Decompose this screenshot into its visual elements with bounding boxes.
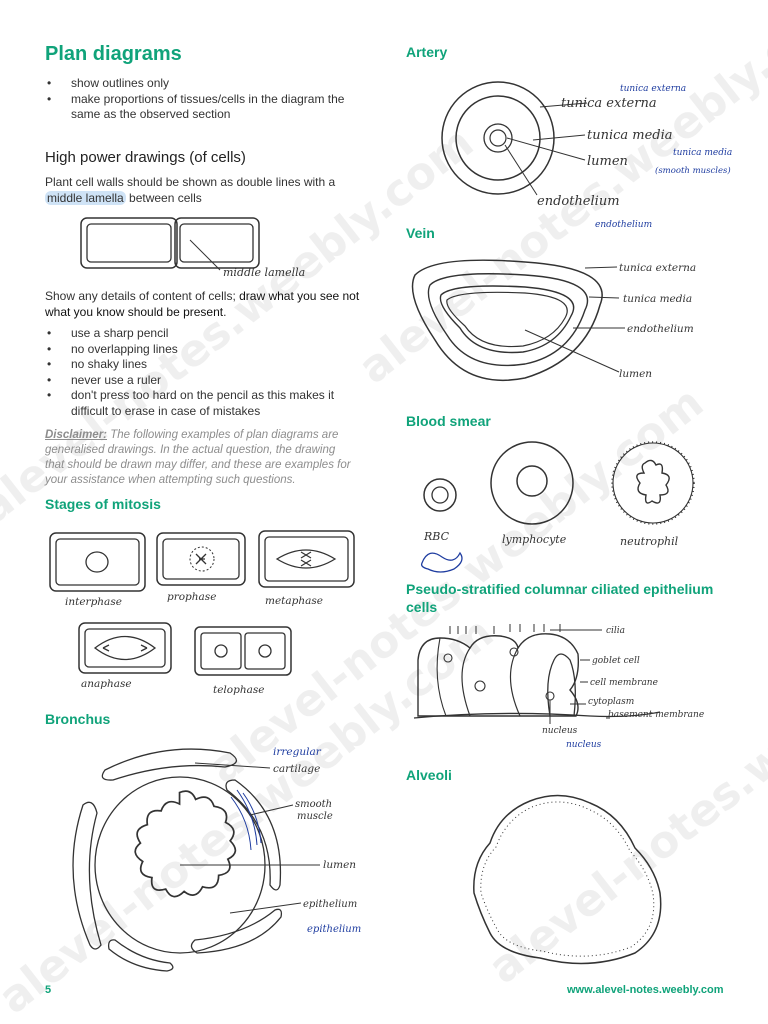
label-cilia: cilia (606, 626, 625, 636)
text: between cells (125, 190, 202, 205)
label-tunica-media: tunica media (587, 128, 673, 143)
label-endothelium: endothelium (537, 194, 620, 209)
footer-website-link[interactable]: www.alevel-notes.weebly.com (567, 984, 724, 996)
heading-blood-smear: Blood smear (406, 413, 491, 429)
alveoli-drawing (473, 794, 662, 965)
heading-mitosis: Stages of mitosis (45, 496, 161, 512)
label-lumen: lumen (619, 368, 652, 380)
list-item: never use a ruler (45, 373, 365, 389)
cell-wall-text: Plant cell walls should be shown as doub… (45, 175, 365, 206)
label-rbc: RBC (423, 530, 450, 543)
label-prophase: prophase (167, 591, 216, 603)
label-cell-membrane: cell membrane (590, 678, 658, 688)
epithelium-drawing: cilia goblet cell cell membrane cytoplas… (413, 624, 704, 750)
label-tunica-media: tunica media (623, 293, 692, 305)
label-neutrophil: neutrophil (620, 535, 679, 548)
text: Show any details of content of cells; (45, 289, 240, 303)
label-irregular: irregular (273, 746, 322, 758)
plan-bullets: show outlines only make proportions of t… (45, 76, 365, 123)
label-lumen: lumen (323, 859, 356, 871)
label-smooth: smooth (295, 799, 332, 810)
label-tunica-media-blue: tunica media (673, 148, 732, 158)
label-nucleus: nucleus (542, 726, 578, 736)
plant-cells-drawing: middle lamella (80, 217, 305, 279)
list-item: show outlines only (45, 76, 365, 92)
heading-artery: Artery (406, 44, 448, 60)
label-middle-lamella: middle lamella (223, 266, 305, 279)
label-epithelium: epithelium (303, 899, 357, 910)
disclaimer-label: Disclaimer: (45, 429, 108, 441)
disclaimer: Disclaimer: The following examples of pl… (45, 428, 357, 488)
details-text: Show any details of content of cells; dr… (45, 289, 365, 320)
label-endothelium: endothelium (627, 323, 694, 335)
label-telophase: telophase (213, 684, 264, 696)
label-smooth-muscles: (smooth muscles) (655, 165, 731, 176)
label-cartilage: cartilage (273, 763, 320, 775)
section-heading-high-power: High power drawings (of cells) (45, 149, 246, 166)
text-emphasis: draw what you see not what you know shou… (45, 289, 360, 319)
label-nucleus-blue: nucleus (566, 740, 602, 750)
highlight: middle lamella (45, 190, 126, 205)
text: Plant cell walls should be shown as doub… (45, 175, 336, 189)
heading-pseudo-stratified: Pseudo-stratified columnar ciliated epit… (406, 581, 714, 615)
vein-drawing: tunica externa tunica media endothelium … (411, 259, 696, 382)
heading-vein: Vein (406, 225, 435, 241)
label-endothelium-blue: endothelium (595, 220, 652, 230)
label-goblet-cell: goblet cell (592, 656, 640, 666)
page-title: Plan diagrams (45, 43, 182, 65)
list-item: use a sharp pencil (45, 326, 365, 342)
text: . (223, 304, 227, 319)
list-item: no shaky lines (45, 357, 365, 373)
label-tunica-externa: tunica externa (619, 262, 696, 274)
label-muscle: muscle (297, 811, 333, 822)
list-item: don't press too hard on the pencil as th… (45, 388, 365, 419)
drawing-tips: use a sharp pencil no overlapping lines … (45, 326, 365, 419)
label-lumen: lumen (587, 154, 628, 169)
list-item: make proportions of tissues/cells in the… (45, 92, 365, 123)
label-basement-membrane: basement membrane (608, 710, 704, 720)
bronchus-drawing: irregular cartilage smooth muscle lumen … (72, 746, 361, 972)
heading-alveoli: Alveoli (406, 767, 452, 783)
disclaimer-text: The following examples of plan diagrams … (45, 429, 351, 486)
page-number: 5 (45, 984, 52, 996)
label-lymphocyte: lymphocyte (502, 533, 567, 546)
artery-drawing: tunica externa tunica externa tunica med… (441, 81, 732, 230)
list-item: no overlapping lines (45, 342, 365, 358)
mitosis-drawing: interphase prophase metaphase anaphase t… (49, 530, 355, 696)
label-tunica-externa-blue: tunica externa (620, 84, 686, 94)
blood-smear-drawing: RBC lymphocyte neutrophil (420, 441, 695, 573)
label-interphase: interphase (65, 596, 122, 608)
label-tunica-externa: tunica externa (561, 96, 657, 111)
label-cytoplasm: cytoplasm (588, 697, 634, 707)
label-anaphase: anaphase (81, 678, 132, 690)
label-metaphase: metaphase (265, 595, 323, 607)
label-epithelium-blue: epithelium (307, 924, 361, 935)
heading-bronchus: Bronchus (45, 711, 111, 727)
